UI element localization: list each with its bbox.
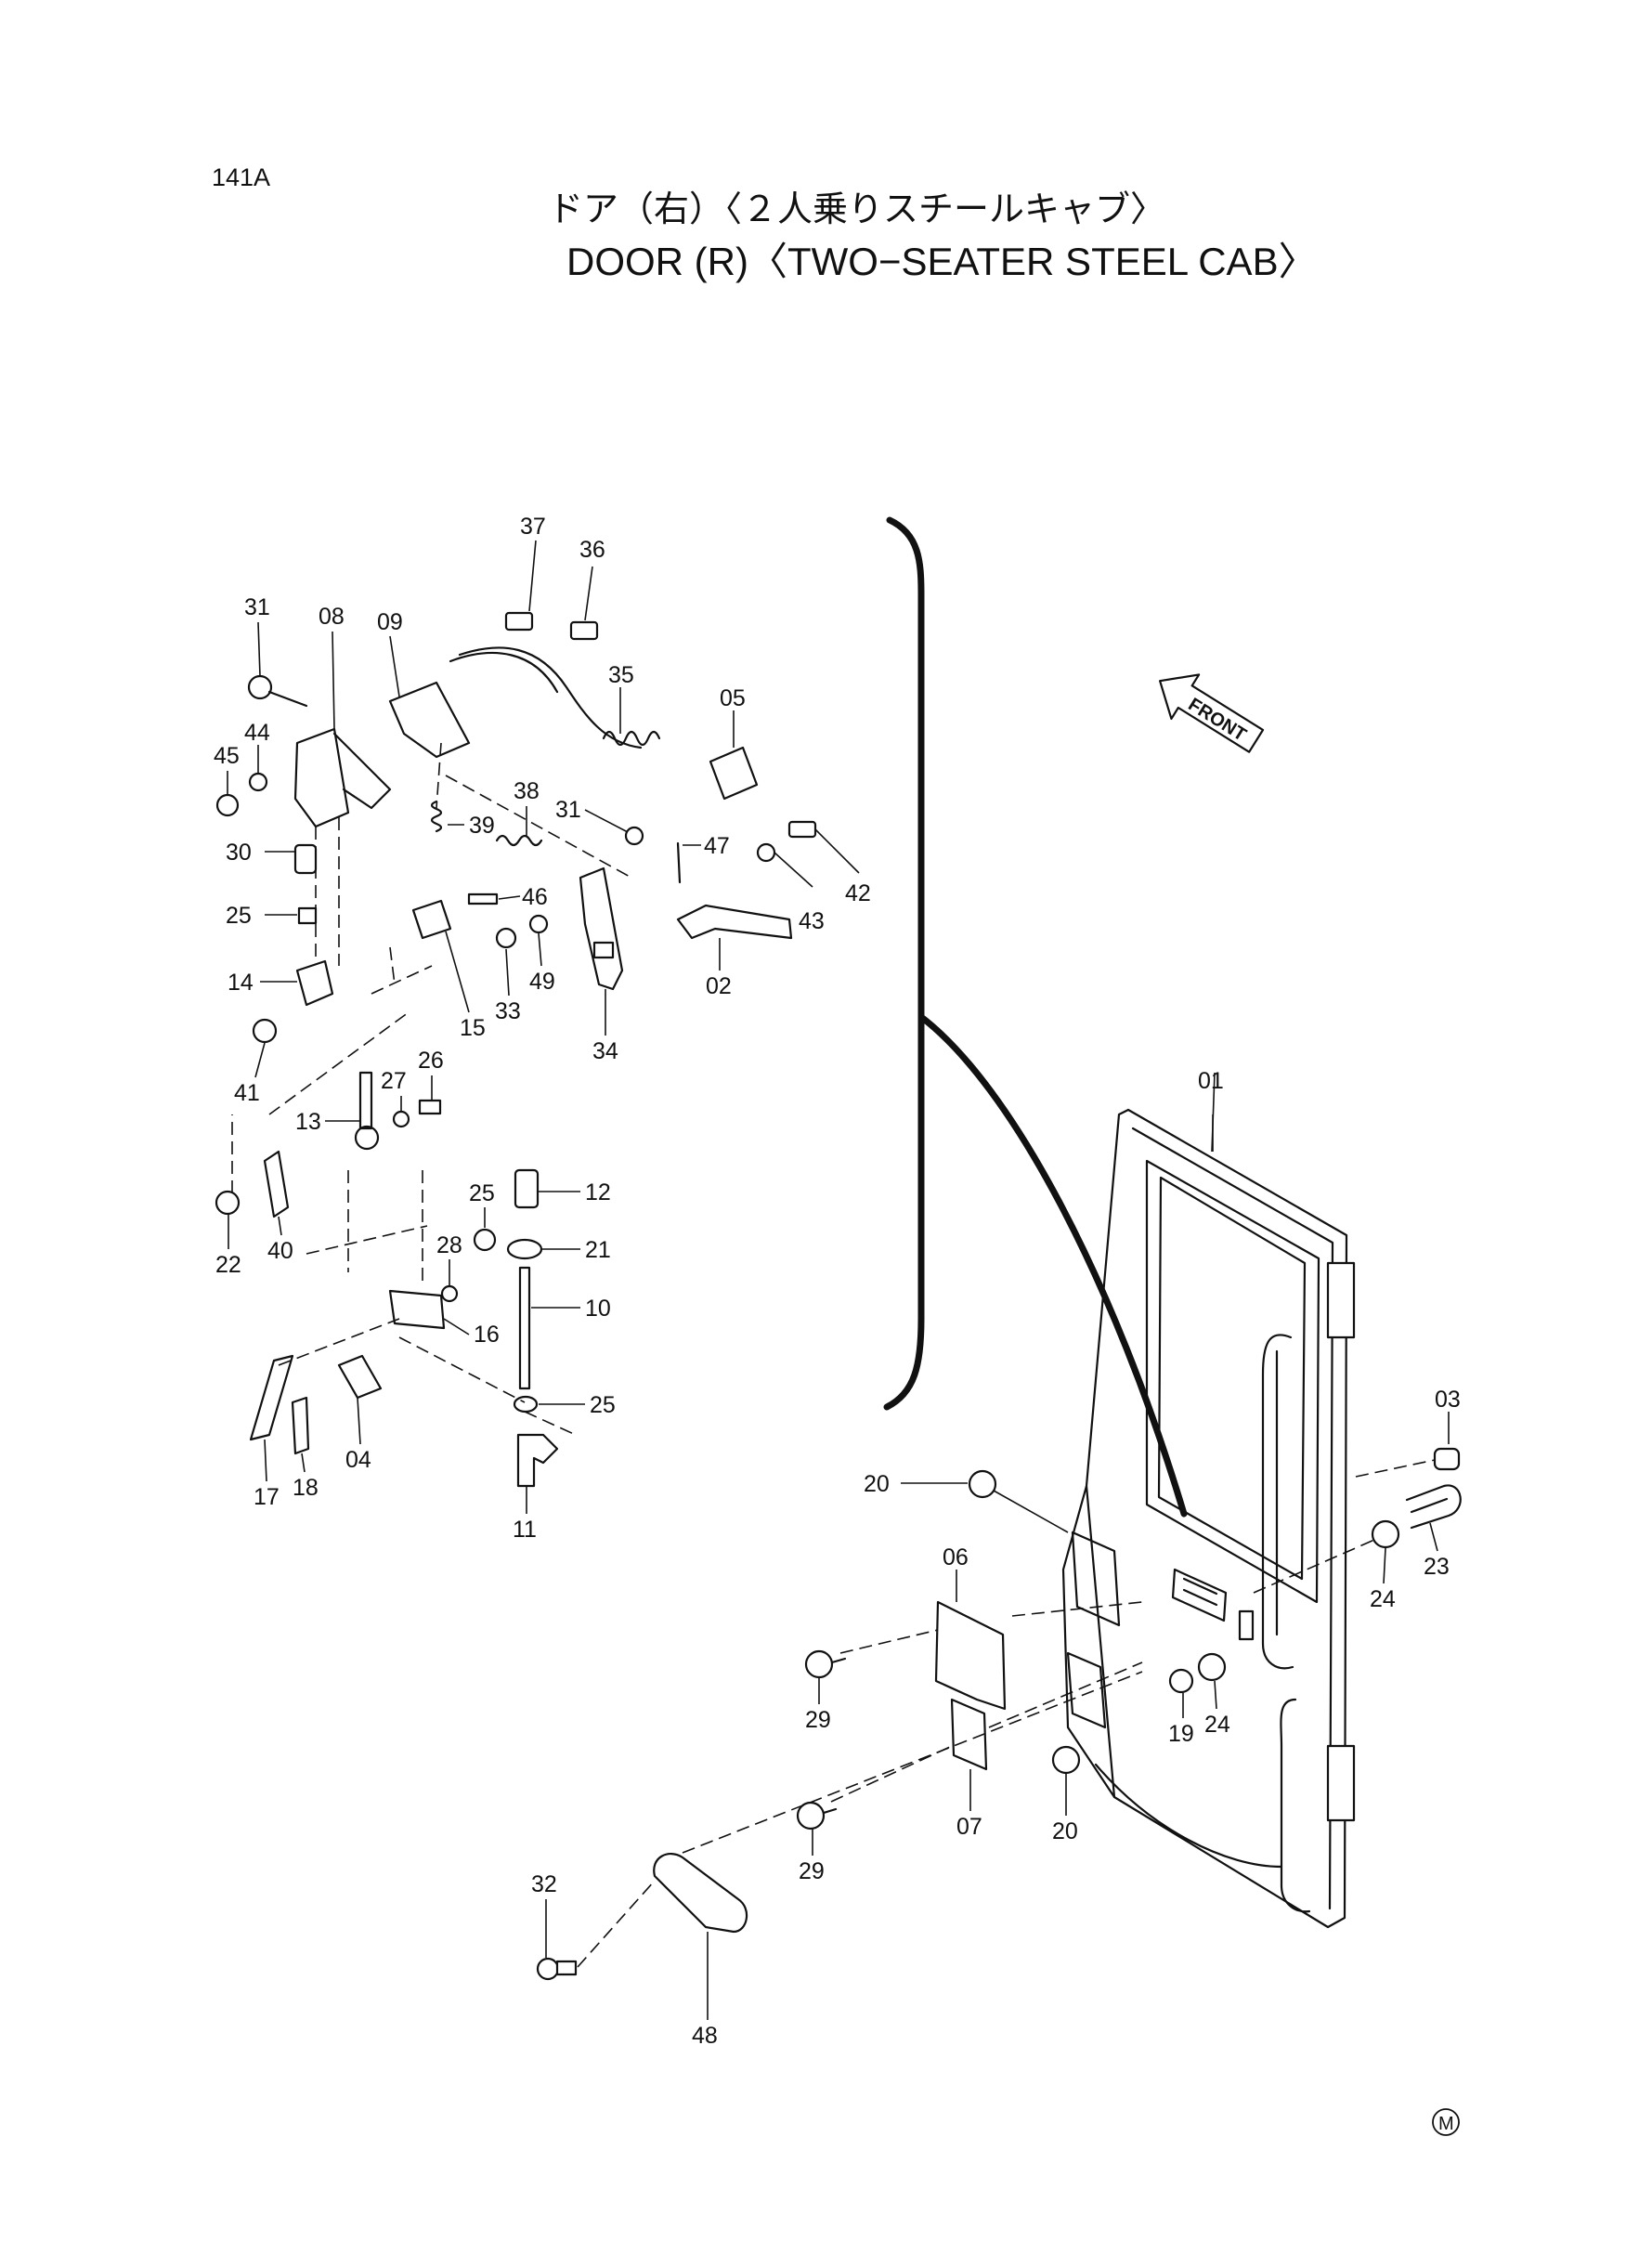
part-48-handle [653, 1852, 748, 1934]
callout-05: 05 [720, 685, 746, 711]
callout-25-lower: 25 [590, 1392, 616, 1418]
callout-24-center: 24 [1204, 1712, 1230, 1738]
callout-30: 30 [226, 840, 252, 866]
part-20-grommet-bottom [1051, 1745, 1081, 1775]
callout-39: 39 [469, 813, 495, 839]
callout-28: 28 [436, 1232, 462, 1258]
callout-35: 35 [608, 662, 634, 688]
callout-14: 14 [228, 970, 254, 996]
callout-43: 43 [799, 908, 825, 934]
callout-29-top: 29 [805, 1707, 831, 1733]
part-24-nut-b [1197, 1652, 1227, 1682]
corner-mark-icon: M [1432, 2108, 1460, 2136]
callout-38: 38 [514, 778, 540, 804]
lower-linkage-group [215, 1071, 577, 1488]
corner-mark-letter: M [1438, 2114, 1454, 2134]
callout-19: 19 [1168, 1721, 1194, 1747]
part-32-bolt [536, 1957, 578, 1981]
callout-27: 27 [381, 1068, 407, 1094]
callout-40: 40 [267, 1238, 293, 1264]
door-panel [1061, 1108, 1356, 1929]
callout-02: 02 [706, 973, 732, 999]
title-japanese: ドア（右）〈２人乗りスチールキャブ〉 [548, 189, 1165, 229]
callout-07: 07 [956, 1814, 982, 1840]
part-07-bracket [950, 1698, 988, 1771]
callout-42: 42 [845, 880, 871, 906]
front-arrow-icon: FRONT [1159, 673, 1265, 753]
callout-26: 26 [418, 1048, 444, 1074]
callout-47: 47 [704, 833, 730, 859]
part-23-ubolt [1405, 1484, 1462, 1530]
callout-13: 13 [295, 1109, 321, 1135]
callout-labels: 01 02 03 04 05 06 07 08 09 10 11 12 13 1… [214, 514, 1461, 2049]
part-29-screw-top [804, 1649, 847, 1679]
callout-29-bottom: 29 [799, 1858, 825, 1884]
callout-20-top: 20 [864, 1471, 890, 1497]
callout-06: 06 [943, 1544, 969, 1570]
detail-leader-curve [917, 1013, 1188, 1518]
callout-33: 33 [495, 998, 521, 1024]
callout-25-upper: 25 [226, 903, 252, 929]
part-03-plug [1433, 1447, 1461, 1471]
callout-21: 21 [585, 1237, 611, 1263]
page-code: 141A [212, 163, 270, 191]
callout-15: 15 [460, 1015, 486, 1041]
callout-11: 11 [513, 1517, 537, 1543]
callout-12: 12 [585, 1179, 611, 1205]
callout-20-bottom: 20 [1052, 1818, 1078, 1844]
title-english: DOOR (R)〈TWO−SEATER STEEL CAB〉 [566, 240, 1318, 283]
callout-45: 45 [214, 743, 240, 769]
part-19-plug [1168, 1668, 1194, 1694]
callout-34: 34 [592, 1038, 618, 1064]
latch-linkage-group [215, 611, 817, 1193]
callout-18: 18 [293, 1475, 319, 1501]
part-06-plate [934, 1600, 1007, 1711]
callout-46: 46 [522, 884, 548, 910]
callout-10: 10 [585, 1296, 611, 1322]
callout-03: 03 [1435, 1387, 1461, 1413]
callout-44: 44 [244, 720, 270, 746]
callout-31-middle: 31 [555, 797, 581, 823]
callout-48: 48 [692, 2023, 718, 2049]
callout-37: 37 [520, 514, 546, 540]
callout-16: 16 [474, 1322, 500, 1348]
callout-24-right: 24 [1370, 1586, 1396, 1612]
callout-23: 23 [1424, 1554, 1450, 1580]
group-bracket [883, 516, 925, 1411]
callout-25-middle: 25 [469, 1180, 495, 1206]
callout-04: 04 [345, 1447, 371, 1473]
callout-22: 22 [215, 1252, 241, 1278]
part-24-nut [1371, 1519, 1400, 1549]
callout-32: 32 [531, 1871, 557, 1897]
callout-08: 08 [319, 604, 345, 630]
part-29-screw-bottom [796, 1801, 838, 1831]
callout-36: 36 [579, 537, 605, 563]
callout-31-upper: 31 [244, 594, 270, 620]
callout-49: 49 [529, 969, 555, 995]
callout-17: 17 [254, 1484, 280, 1510]
callout-41: 41 [234, 1080, 260, 1106]
part-20-grommet-top [968, 1469, 997, 1499]
callout-09: 09 [377, 609, 403, 635]
callout-01: 01 [1198, 1068, 1224, 1094]
